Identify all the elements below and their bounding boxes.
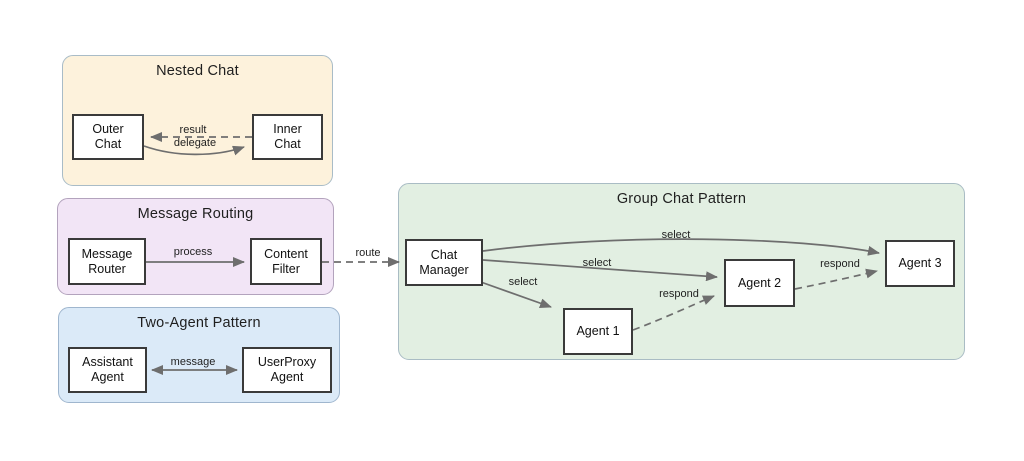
node-outer-chat: Outer Chat — [72, 114, 144, 160]
node-assistant-agent: Assistant Agent — [68, 347, 147, 393]
edge-label-respond-2: respond — [820, 258, 860, 270]
node-inner-chat: Inner Chat — [252, 114, 323, 160]
edge-label-select-mid: select — [582, 257, 612, 269]
node-chat-manager: Chat Manager — [405, 239, 483, 286]
edge-label-process: process — [173, 246, 213, 258]
group-nested-chat-title: Nested Chat — [156, 63, 239, 79]
edge-label-select-top: select — [661, 229, 691, 241]
node-message-router: Message Router — [68, 238, 146, 285]
node-userproxy-agent: UserProxy Agent — [242, 347, 332, 393]
edge-select-agent3 — [482, 238, 880, 256]
edge-label-route: route — [355, 247, 381, 259]
edge-select-agent1 — [477, 280, 552, 309]
edge-respond-agent2-agent3 — [794, 268, 878, 290]
edge-select-agent2 — [482, 259, 718, 282]
group-message-routing-title: Message Routing — [137, 206, 254, 222]
group-two-agent-pattern-title: Two-Agent Pattern — [137, 315, 261, 331]
edge-label-delegate: delegate — [173, 137, 217, 149]
node-agent-2: Agent 2 — [724, 259, 795, 307]
edge-label-select-low: select — [508, 276, 538, 288]
edge-delegate — [143, 145, 245, 156]
node-agent-1: Agent 1 — [563, 308, 633, 355]
edge-label-respond-1: respond — [659, 288, 699, 300]
edge-label-result: result — [179, 124, 207, 136]
edge-label-message: message — [170, 356, 216, 368]
node-content-filter: Content Filter — [250, 238, 322, 285]
edge-respond-agent1-agent2 — [632, 295, 715, 331]
group-group-chat-pattern-title: Group Chat Pattern — [616, 191, 747, 207]
node-agent-3: Agent 3 — [885, 240, 955, 287]
